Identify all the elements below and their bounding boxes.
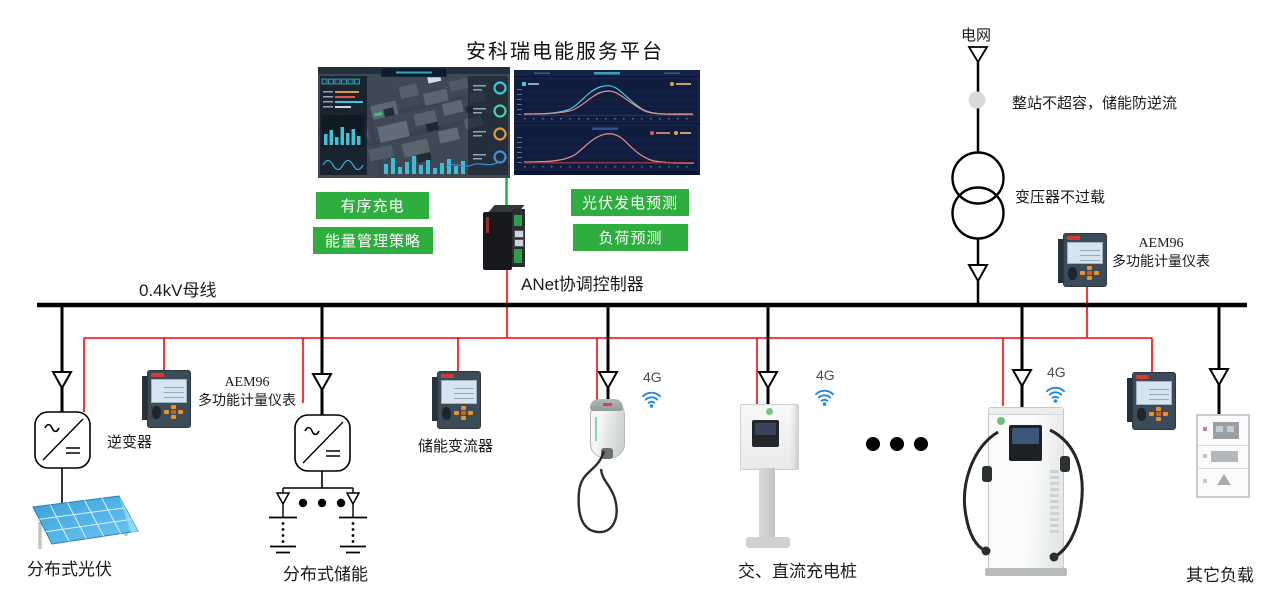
platform-screenshot-charts: [514, 70, 700, 175]
meter-brand-logo: [151, 373, 164, 377]
charger-logo: [766, 408, 773, 415]
meter-storage: [432, 371, 481, 429]
warning-triangle-icon: [1217, 474, 1231, 485]
page-title: 安科瑞电能服务平台: [466, 41, 664, 63]
dc-charger-holster: [1060, 456, 1070, 472]
battery-ellipsis-dots: [298, 498, 346, 508]
meter-keypad: [1087, 266, 1092, 270]
anet-ethernet-port: [514, 230, 524, 238]
meter-screen: [441, 380, 477, 404]
charts-dashboard-graphic: [514, 70, 700, 175]
pv-branch-label: 分布式光伏: [27, 560, 112, 579]
cabinet-mark: [1203, 479, 1207, 483]
dc-charger-vent: [1050, 470, 1059, 534]
map-dashboard-graphic: [318, 67, 510, 178]
meter-grid: [1058, 233, 1107, 287]
meter-side: [1127, 378, 1133, 422]
meter-screen: [1136, 381, 1172, 405]
wallbox-cable-outlet: [601, 448, 613, 459]
inverter-label: 逆变器: [107, 435, 153, 451]
chip-ordered-charging: 有序充电: [316, 192, 429, 219]
meter-model: AEM96: [1138, 236, 1184, 251]
storage-converter-label: 储能变流器: [418, 439, 494, 455]
meter-side: [142, 376, 148, 420]
cabinet-divider: [1198, 445, 1248, 446]
meter-screen: [1067, 242, 1103, 264]
pv-panel-icon: [32, 495, 139, 549]
charger-screen: [1009, 425, 1042, 461]
wallbox-logo: [603, 403, 612, 406]
meter-model: AEM96: [224, 375, 270, 390]
meter-name: 多功能计量仪表: [198, 394, 296, 409]
meter-grid-label: AEM96 多功能计量仪表: [1106, 234, 1216, 272]
anet-controller-device: [483, 205, 527, 271]
charger-branch-label: 交、直流充电桩: [738, 562, 857, 581]
meter-port: [442, 407, 451, 420]
meter-loads: [1127, 372, 1176, 430]
anet-terminal-block: [514, 215, 522, 226]
anet-terminal-block: [514, 249, 522, 263]
anet-led-strip: [486, 217, 489, 233]
breaker-dot: [968, 91, 986, 109]
grid-source-icon: [967, 46, 989, 64]
charger-ellipsis-dots: [866, 437, 928, 451]
pedestal-ac-charger: [740, 404, 799, 470]
grid-label: 电网: [961, 27, 992, 44]
bus-label: 0.4kV母线: [139, 281, 217, 300]
meter-keypad: [171, 405, 176, 409]
chip-load-forecast: 负荷预测: [573, 224, 688, 251]
load-arrows: [51, 264, 1230, 393]
platform-screenshot-map: [318, 67, 510, 178]
chip-pv-forecast: 光伏发电预测: [571, 189, 689, 216]
meter-port: [152, 406, 161, 419]
dc-charger-holster: [982, 466, 992, 482]
wallbox-ac-charger: [590, 399, 625, 459]
inverter-symbol: [34, 411, 91, 469]
controller-label: ANet协调控制器: [521, 275, 644, 294]
cabinet-divider: [1198, 468, 1248, 469]
meter-pv: [142, 370, 191, 428]
wifi-icon: [814, 389, 835, 406]
wifi-icon: [641, 391, 662, 408]
cabinet-display: [1213, 422, 1239, 439]
meter-keypad: [461, 406, 466, 410]
cabinet-mark: [1203, 427, 1207, 431]
network-4g-label: 4G: [1047, 364, 1066, 380]
meter-name: 多功能计量仪表: [1112, 255, 1210, 270]
transformer-constraint-label: 变压器不过载: [1015, 189, 1106, 206]
meter-pv-label: AEM96 多功能计量仪表: [192, 373, 302, 411]
meter-port: [1068, 267, 1077, 280]
meter-brand-logo: [1136, 375, 1149, 379]
chip-energy-management: 能量管理策略: [313, 227, 433, 254]
network-4g-label: 4G: [643, 369, 662, 385]
wallbox-led: [595, 417, 597, 441]
transformer-icon: [951, 151, 1005, 240]
cabinet-panel: [1211, 451, 1238, 462]
battery-icons: [269, 471, 367, 554]
meter-side: [432, 377, 438, 421]
meter-side: [1058, 239, 1064, 283]
meter-screen: [151, 379, 187, 403]
dc-charger-base: [985, 568, 1067, 576]
pedestal-charger-pole: [759, 468, 775, 538]
pcs-symbol: [294, 414, 351, 472]
cabinet-mark: [1203, 454, 1207, 458]
dc-fast-charger: [982, 407, 1070, 576]
meter-brand-logo: [1067, 236, 1080, 240]
network-4g-label: 4G: [816, 367, 835, 383]
meter-brand-logo: [441, 374, 454, 378]
pedestal-charger-base: [746, 537, 790, 548]
anet-ethernet-port: [514, 239, 524, 247]
wifi-icon: [1045, 386, 1066, 403]
dc-charger-top: [989, 408, 1063, 415]
station-constraint-label: 整站不超容，储能防逆流: [1012, 95, 1178, 112]
other-loads-label: 其它负载: [1186, 566, 1254, 585]
charger-screen: [752, 420, 779, 447]
charger-logo: [997, 417, 1005, 425]
meter-keypad: [1156, 407, 1161, 411]
storage-branch-label: 分布式储能: [283, 565, 368, 584]
other-loads-cabinet: [1196, 414, 1250, 498]
meter-port: [1137, 408, 1146, 421]
